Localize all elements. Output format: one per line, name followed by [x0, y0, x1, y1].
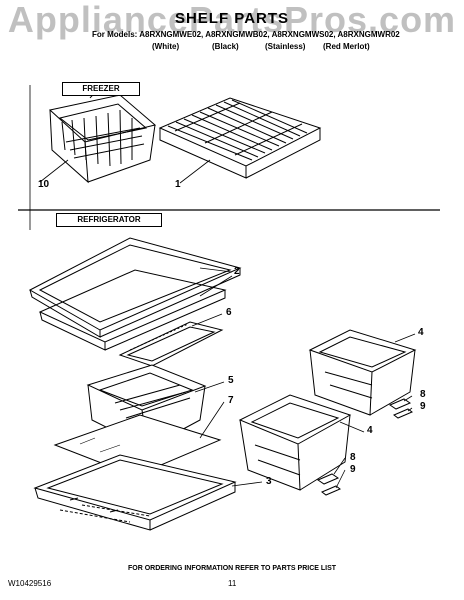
- section-label-refrigerator: REFRIGERATOR: [56, 213, 162, 227]
- drawer-glide-upper: [388, 398, 413, 419]
- callout-7: 7: [228, 395, 234, 406]
- callout-9-lower: 9: [350, 464, 356, 475]
- callout-2: 2: [234, 266, 240, 277]
- freezer-basket: [48, 89, 157, 184]
- callout-6: 6: [226, 307, 232, 318]
- crisper-frame: [33, 454, 237, 531]
- variant-stainless: (Stainless): [265, 42, 306, 51]
- callout-8-lower: 8: [350, 452, 356, 463]
- glass-shelf: [28, 237, 242, 351]
- models-line: For Models: A8RXNGMWE02, A8RXNGMWB02, A8…: [92, 30, 400, 39]
- page-number: 11: [228, 579, 237, 588]
- page-title: SHELF PARTS: [174, 10, 290, 27]
- freezer-wire-shelf: [158, 97, 322, 179]
- callout-9-upper: 9: [420, 401, 426, 412]
- deli-drawer-lower: [238, 394, 352, 491]
- variant-red-merlot: (Red Merlot): [323, 42, 370, 51]
- ordering-note: FOR ORDERING INFORMATION REFER TO PARTS …: [127, 565, 337, 572]
- section-label-freezer: FREEZER: [62, 82, 140, 96]
- deli-drawer-upper: [308, 329, 417, 416]
- callout-5: 5: [228, 375, 234, 386]
- leader-lines: [39, 159, 416, 489]
- callout-4-upper: 4: [418, 327, 424, 338]
- variant-white: (White): [152, 42, 180, 51]
- variant-black: (Black): [212, 42, 239, 51]
- callout-1: 1: [175, 179, 181, 190]
- callout-3: 3: [266, 476, 272, 487]
- crisper-drawer-left: [86, 364, 207, 449]
- document-number: W10429516: [8, 579, 52, 588]
- callout-10: 10: [38, 179, 50, 190]
- callout-8-upper: 8: [420, 389, 426, 400]
- watermark: AppliancePartsPros.com: [7, 0, 457, 40]
- callout-4-lower: 4: [367, 425, 373, 436]
- crisper-cover-frame: [118, 321, 224, 367]
- drawer-glide-lower: [316, 473, 341, 496]
